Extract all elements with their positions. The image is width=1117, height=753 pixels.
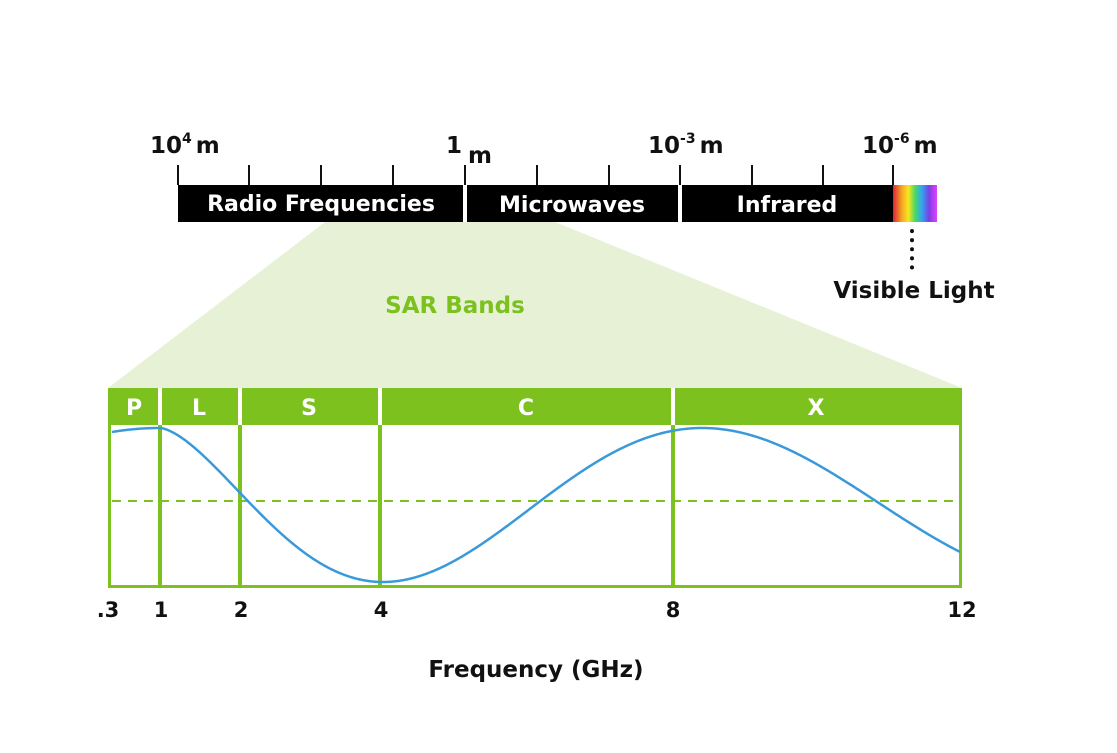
wavelength-base: 10 bbox=[862, 133, 894, 159]
wavelength-base: 1 bbox=[446, 133, 462, 159]
frequency-axis-label: Frequency (GHz) bbox=[428, 657, 643, 683]
sar-panel: P L S C X bbox=[108, 388, 962, 588]
spectrum-ticks bbox=[177, 165, 894, 185]
wavelength-unit: m bbox=[700, 133, 724, 159]
sar-header-bg bbox=[108, 388, 962, 425]
segment-infrared-label: Infrared bbox=[737, 193, 838, 218]
freq-tick-2: 2 bbox=[234, 598, 249, 622]
frequency-wave bbox=[111, 426, 961, 584]
freq-tick-8: 8 bbox=[666, 598, 681, 622]
wavelength-unit: m bbox=[196, 133, 220, 159]
freq-tick-12: 12 bbox=[947, 598, 976, 622]
segment-infrared-bg bbox=[682, 185, 893, 222]
wavelength-exponent: -3 bbox=[680, 131, 696, 147]
segment-microwaves-bg bbox=[467, 185, 678, 222]
band-label-p: P bbox=[126, 396, 142, 421]
wavelength-exponent: -6 bbox=[894, 131, 910, 147]
segment-radio-bg bbox=[178, 185, 463, 222]
sar-bands-title: SAR Bands bbox=[385, 293, 525, 319]
band-label-s: S bbox=[301, 396, 317, 421]
wavelength-base: 10 bbox=[648, 133, 680, 159]
visible-light-gradient bbox=[893, 185, 937, 222]
zoom-funnel bbox=[108, 222, 962, 388]
band-label-x: X bbox=[808, 396, 825, 421]
freq-tick-1: 1 bbox=[154, 598, 169, 622]
visible-light-label: Visible Light bbox=[833, 278, 994, 304]
band-label-l: L bbox=[192, 396, 206, 421]
sar-panel-frame bbox=[108, 388, 962, 588]
wavelength-exponent: 4 bbox=[182, 131, 192, 147]
segment-radio-label: Radio Frequencies bbox=[207, 192, 435, 217]
band-dividers bbox=[158, 388, 675, 588]
freq-tick-0-3: .3 bbox=[97, 598, 120, 622]
wavelength-unit: m bbox=[914, 133, 938, 159]
wavelength-base: 10 bbox=[150, 133, 182, 159]
freq-tick-4: 4 bbox=[374, 598, 389, 622]
spectrum-bar: Radio Frequencies Microwaves Infrared bbox=[177, 165, 937, 222]
band-label-c: C bbox=[518, 396, 534, 421]
wavelength-unit: m bbox=[468, 143, 492, 169]
segment-microwaves-label: Microwaves bbox=[499, 193, 645, 218]
